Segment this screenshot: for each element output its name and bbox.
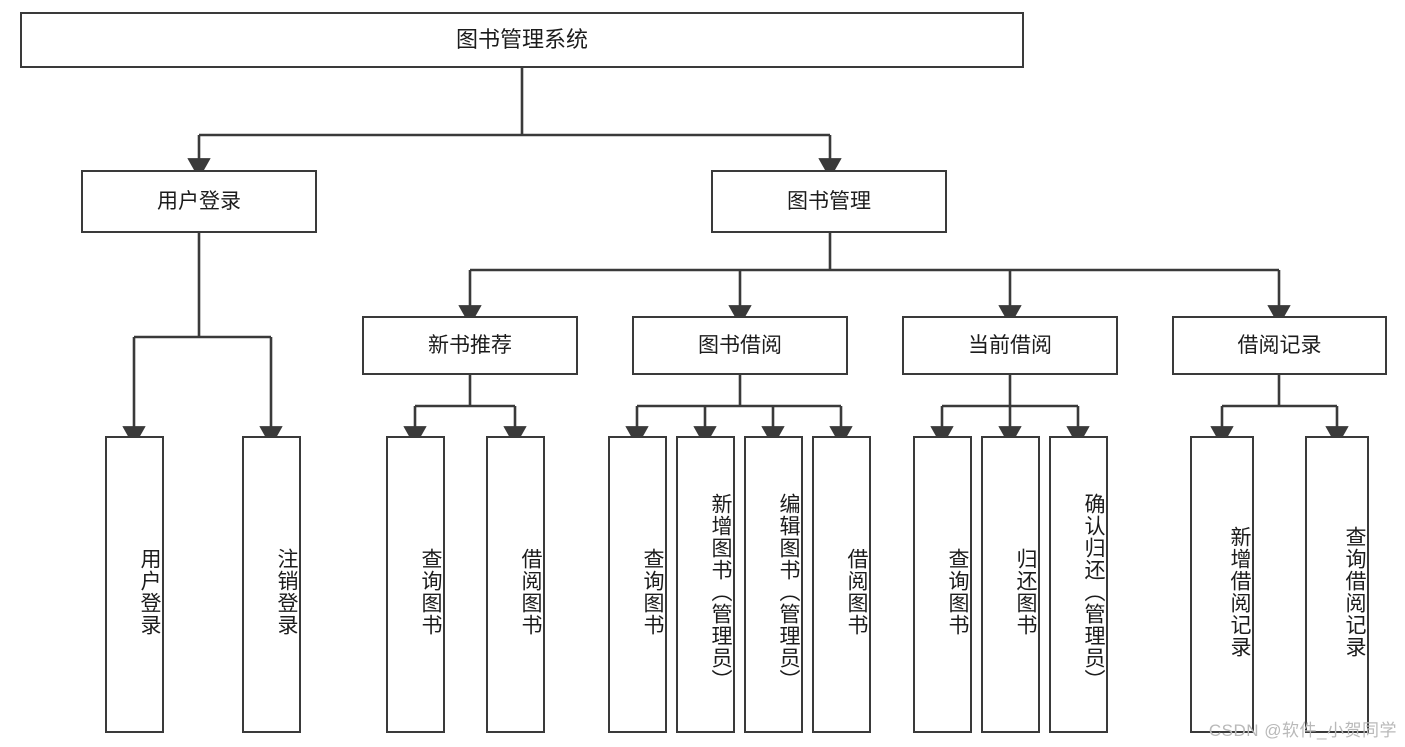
leaf-borrow-edit-book-admin[interactable]: 编辑图书（管理员）	[744, 436, 803, 733]
leaf-user-login-login[interactable]: 用户登录	[105, 436, 164, 733]
leaf-recommend-query-book[interactable]: 查询图书	[386, 436, 445, 733]
leaf-recommend-borrow-book[interactable]: 借阅图书	[486, 436, 545, 733]
watermark: CSDN @软件_小贺同学	[1208, 721, 1397, 740]
leaf-current-confirm-return-admin[interactable]: 确认归还（管理员）	[1049, 436, 1108, 733]
node-root[interactable]: 图书管理系统	[20, 12, 1024, 68]
node-book-borrow[interactable]: 图书借阅	[632, 316, 848, 375]
node-user-login[interactable]: 用户登录	[81, 170, 317, 233]
node-new-book-recommend[interactable]: 新书推荐	[362, 316, 578, 375]
leaf-current-query-book[interactable]: 查询图书	[913, 436, 972, 733]
leaf-record-query-record[interactable]: 查询借阅记录	[1305, 436, 1369, 733]
leaf-user-login-logout[interactable]: 注销登录	[242, 436, 301, 733]
node-borrow-record[interactable]: 借阅记录	[1172, 316, 1387, 375]
node-book-management[interactable]: 图书管理	[711, 170, 947, 233]
node-current-borrow[interactable]: 当前借阅	[902, 316, 1118, 375]
leaf-record-add-record[interactable]: 新增借阅记录	[1190, 436, 1254, 733]
leaf-borrow-query-book[interactable]: 查询图书	[608, 436, 667, 733]
leaf-borrow-borrow-book[interactable]: 借阅图书	[812, 436, 871, 733]
leaf-borrow-add-book-admin[interactable]: 新增图书（管理员）	[676, 436, 735, 733]
leaf-current-return-book[interactable]: 归还图书	[981, 436, 1040, 733]
